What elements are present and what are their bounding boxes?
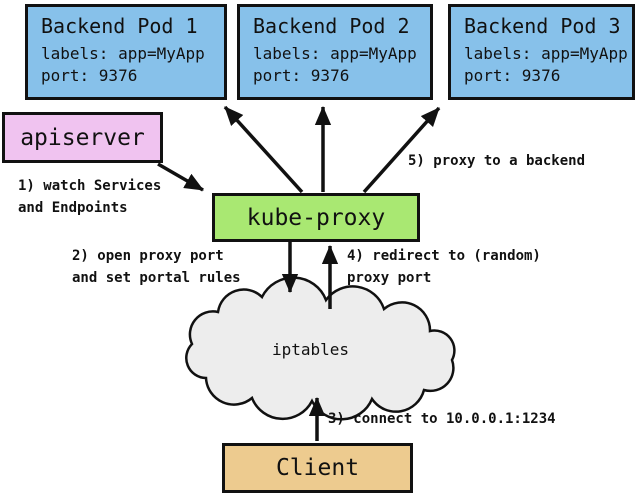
annotation-step4: 4) redirect to (random) proxy port — [347, 245, 541, 289]
annotation-step1: 1) watch Services and Endpoints — [18, 175, 161, 219]
annotation-step3: 3) connect to 10.0.0.1:1234 — [328, 411, 556, 427]
annotation-step1-line2: and Endpoints — [18, 200, 128, 216]
backend-pod-2-port: port: 9376 — [253, 66, 350, 85]
annotation-step5: 5) proxy to a backend — [408, 153, 586, 169]
annotation-step4-line2: proxy port — [347, 270, 432, 286]
annotation-step2: 2) open proxy port and set portal rules — [72, 245, 241, 289]
backend-pod-3-port: port: 9376 — [464, 66, 561, 85]
backend-pod-3-box: Backend Pod 3 labels: app=MyApp port: 93… — [448, 4, 635, 100]
apiserver-label: apiserver — [20, 124, 145, 151]
kube-proxy-box: kube-proxy — [212, 193, 420, 242]
annotation-step1-line1: 1) watch Services — [18, 178, 162, 194]
backend-pod-1-box: Backend Pod 1 labels: app=MyApp port: 93… — [25, 4, 227, 100]
backend-pod-3-labels: labels: app=MyApp — [464, 44, 628, 63]
iptables-label: iptables — [272, 340, 350, 359]
backend-pod-1-labels: labels: app=MyApp — [41, 44, 205, 63]
client-label: Client — [275, 455, 360, 481]
annotation-step2-line2: and set portal rules — [72, 270, 241, 286]
backend-pod-1-port: port: 9376 — [41, 66, 138, 85]
backend-pod-2-box: Backend Pod 2 labels: app=MyApp port: 93… — [237, 4, 433, 100]
annotation-step4-line1: 4) redirect to (random) — [347, 248, 541, 264]
backend-pod-3-title: Backend Pod 3 — [464, 14, 621, 38]
annotation-step2-line1: 2) open proxy port — [72, 248, 224, 264]
backend-pod-1-title: Backend Pod 1 — [41, 14, 198, 38]
arrow-apiserver-to-kube-proxy — [157, 162, 204, 192]
backend-pod-2-labels: labels: app=MyApp — [253, 44, 417, 63]
kube-proxy-label: kube-proxy — [246, 204, 386, 231]
client-box: Client — [222, 443, 413, 493]
arrow-kube-proxy-to-pod1 — [223, 105, 304, 194]
backend-pod-2-title: Backend Pod 2 — [253, 14, 410, 38]
apiserver-box: apiserver — [2, 112, 163, 163]
